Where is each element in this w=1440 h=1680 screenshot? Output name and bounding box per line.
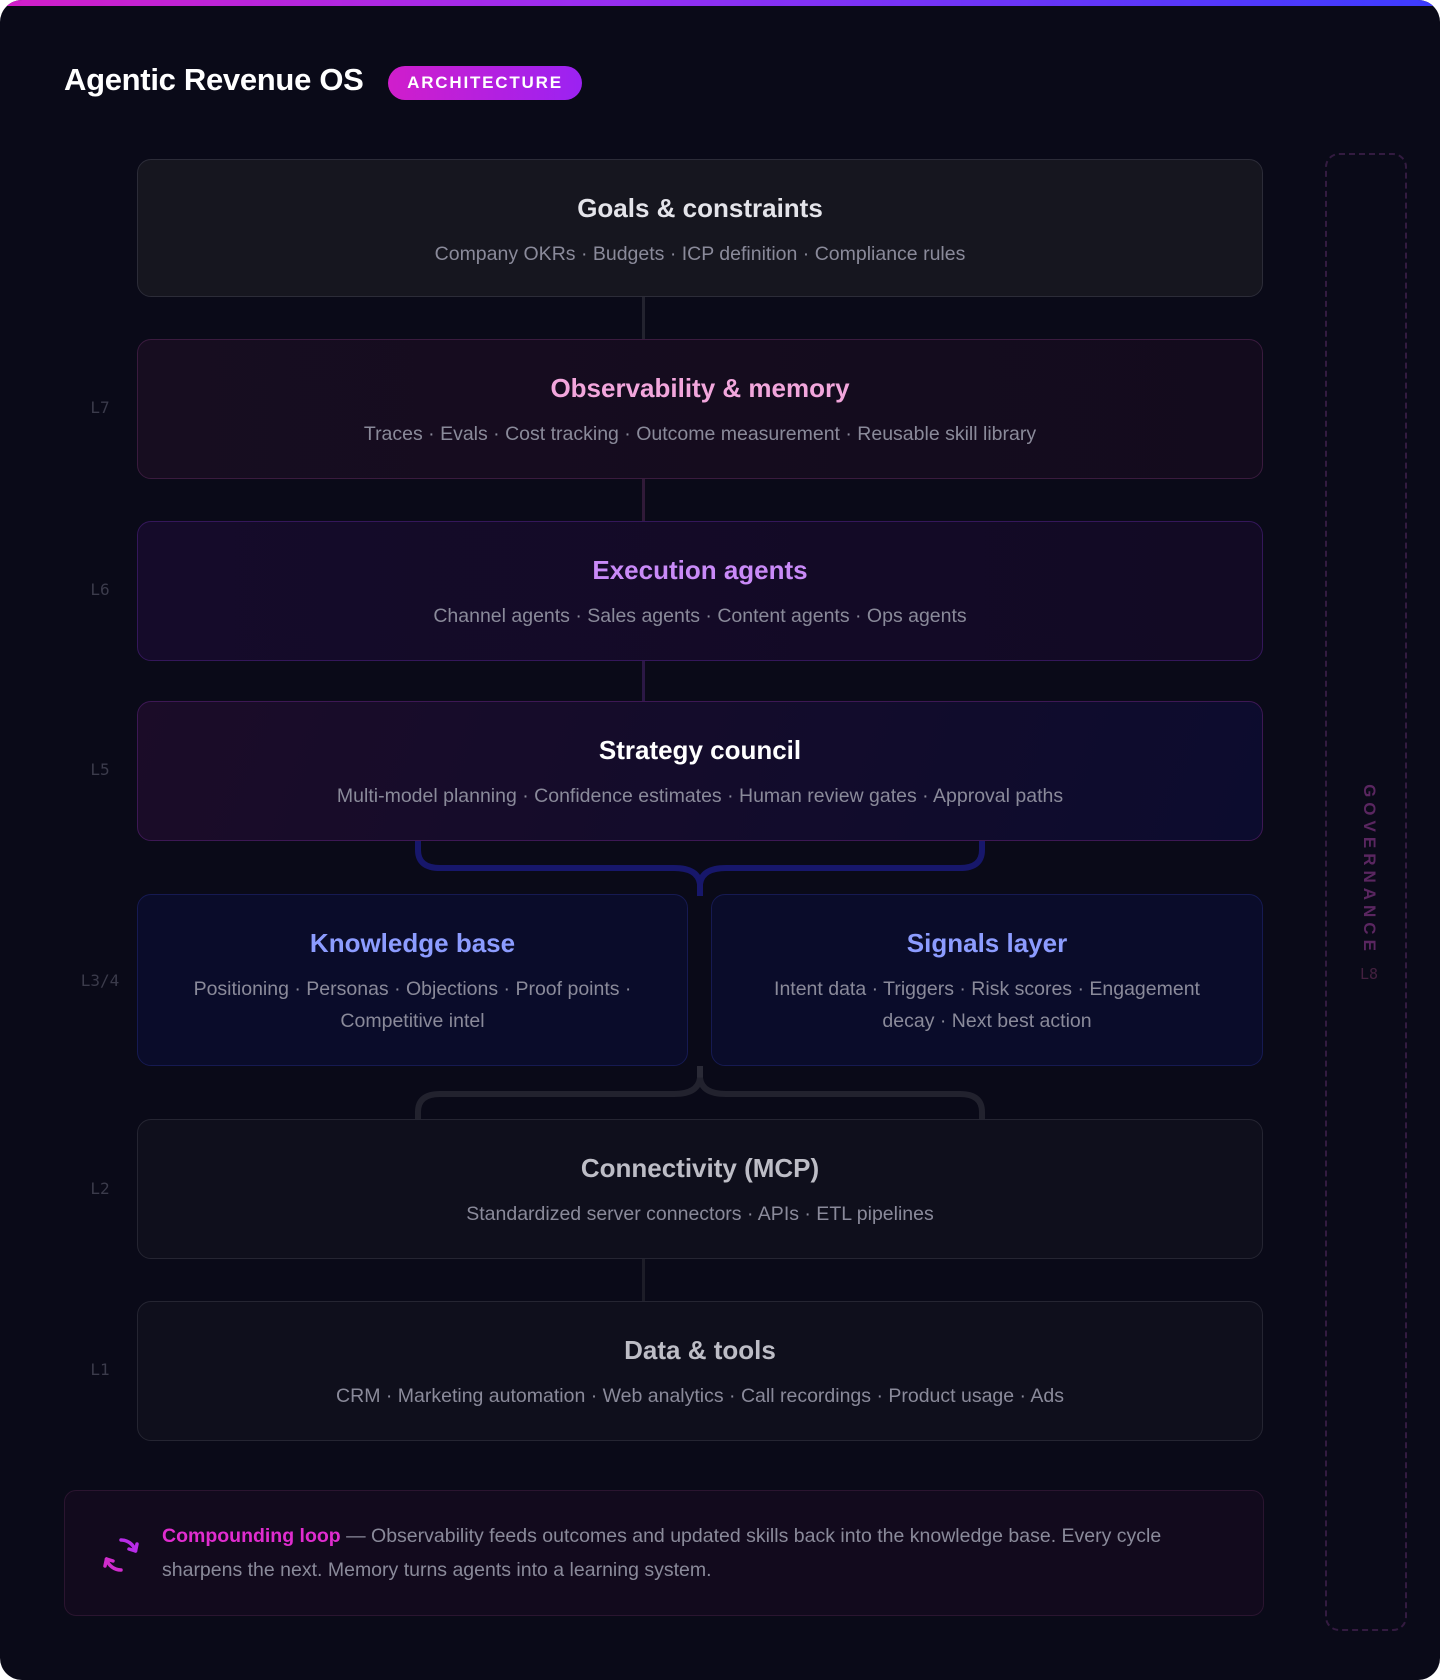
compounding-loop-text: Compounding loop — Observability feeds o… bbox=[162, 1519, 1242, 1587]
layer-strategy-title: Strategy council bbox=[598, 735, 802, 765]
connector-l7-l6 bbox=[642, 479, 645, 521]
layer-goals: Goals & constraints Company OKRs · Budge… bbox=[137, 159, 1263, 297]
level-label-l34: L3/4 bbox=[80, 971, 120, 990]
gradient-top-bar bbox=[0, 0, 1440, 6]
governance-label: GOVERNANCE bbox=[1360, 784, 1379, 956]
level-label-l8: L8 bbox=[1359, 965, 1379, 983]
level-label-l6: L6 bbox=[90, 580, 110, 599]
layer-signals-desc-line2: decay · Next best action bbox=[882, 1010, 1092, 1032]
compounding-loop-callout: Compounding loop — Observability feeds o… bbox=[64, 1490, 1264, 1616]
layer-knowledge-desc: Positioning · Personas · Objections · Pr… bbox=[194, 973, 632, 1037]
layer-signals-desc-line1: Intent data · Triggers · Risk scores · E… bbox=[774, 978, 1200, 1000]
layer-signals-title: Signals layer bbox=[906, 928, 1068, 958]
level-label-l1: L1 bbox=[90, 1360, 110, 1379]
layer-knowledge-desc-line2: Competitive intel bbox=[340, 1010, 485, 1032]
layer-strategy-desc: Multi-model planning · Confidence estima… bbox=[336, 785, 1064, 807]
level-label-l2: L2 bbox=[90, 1179, 110, 1198]
layer-observability: Observability & memory Traces · Evals · … bbox=[137, 339, 1263, 479]
layer-observability-desc: Traces · Evals · Cost tracking · Outcome… bbox=[363, 423, 1037, 445]
layer-signals-desc: Intent data · Triggers · Risk scores · E… bbox=[774, 973, 1200, 1037]
layer-signals: Signals layer Intent data · Triggers · R… bbox=[711, 894, 1263, 1066]
connector-l6-l5 bbox=[642, 661, 645, 701]
compounding-loop-title: Compounding loop bbox=[162, 1525, 341, 1547]
architecture-badge: ARCHITECTURE bbox=[388, 66, 582, 100]
layer-connectivity-desc: Standardized server connectors · APIs · … bbox=[466, 1203, 934, 1225]
layer-knowledge-title: Knowledge base bbox=[309, 928, 516, 958]
layer-execution-desc: Channel agents · Sales agents · Content … bbox=[433, 605, 967, 627]
layer-knowledge-base: Knowledge base Positioning · Personas · … bbox=[137, 894, 688, 1066]
connector-l34-merge bbox=[415, 1066, 985, 1122]
connector-goals-l7 bbox=[642, 297, 645, 339]
layer-data-tools: Data & tools CRM · Marketing automation … bbox=[137, 1301, 1263, 1441]
refresh-loop-icon bbox=[103, 1538, 139, 1572]
connector-l2-l1 bbox=[642, 1259, 645, 1301]
level-label-l7: L7 bbox=[90, 398, 110, 417]
layer-goals-title: Goals & constraints bbox=[577, 193, 823, 223]
governance-rail bbox=[1325, 153, 1407, 1631]
layer-knowledge-desc-line1: Positioning · Personas · Objections · Pr… bbox=[193, 978, 632, 1000]
layer-execution: Execution agents Channel agents · Sales … bbox=[137, 521, 1263, 661]
compounding-loop-body: — Observability feeds outcomes and updat… bbox=[162, 1525, 1162, 1581]
layer-goals-desc: Company OKRs · Budgets · ICP definition … bbox=[434, 243, 966, 265]
page-title: Agentic Revenue OS bbox=[64, 62, 364, 97]
layer-observability-title: Observability & memory bbox=[550, 373, 850, 403]
layer-connectivity: Connectivity (MCP) Standardized server c… bbox=[137, 1119, 1263, 1259]
layer-execution-title: Execution agents bbox=[592, 555, 808, 585]
layer-data-tools-desc: CRM · Marketing automation · Web analyti… bbox=[336, 1385, 1064, 1407]
level-label-l5: L5 bbox=[90, 760, 110, 779]
connector-l5-split bbox=[415, 840, 985, 896]
layer-connectivity-title: Connectivity (MCP) bbox=[580, 1153, 820, 1183]
layer-strategy: Strategy council Multi-model planning · … bbox=[137, 701, 1263, 841]
layer-data-tools-title: Data & tools bbox=[624, 1335, 776, 1365]
